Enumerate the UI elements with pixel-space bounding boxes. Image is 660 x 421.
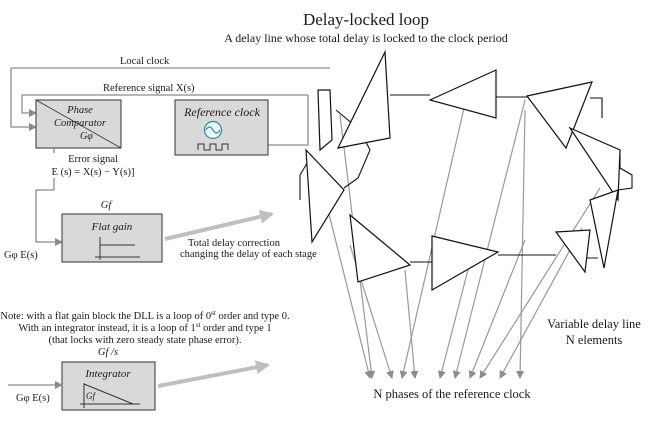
delay-elements — [305, 49, 621, 292]
gphi-e-input-label: Gφ E(s) — [4, 250, 38, 261]
flat-gain-label: Flat gain — [91, 221, 133, 233]
note-line-3: (that locks with zero steady state phase… — [48, 335, 241, 346]
delay-element — [428, 69, 497, 119]
phase-comparator-label-2: Comparator — [54, 118, 107, 129]
title: Delay-locked loop — [303, 10, 429, 29]
subtitle: A delay line whose total delay is locked… — [224, 31, 508, 45]
delay-element — [431, 235, 500, 292]
reference-signal-label: Reference signal X(s) — [103, 83, 195, 94]
phase-comparator-block: Phase Comparator Gφ — [35, 99, 122, 149]
local-clock-wire — [10, 67, 330, 131]
variable-delay-label-2: N elements — [566, 333, 623, 347]
gf-small-label: Gf — [86, 391, 96, 401]
variable-delay-label-1: Variable delay line — [547, 317, 641, 331]
delay-element — [589, 189, 619, 269]
error-wire — [35, 148, 63, 246]
reference-clock-block: Reference clock — [174, 99, 269, 156]
reference-clock-label: Reference clock — [183, 105, 261, 119]
flat-gain-output-arrow — [164, 209, 274, 241]
delay-element — [317, 89, 333, 152]
gf-label-top: Gf — [101, 200, 114, 211]
integrator-label: Integrator — [84, 368, 131, 380]
error-equation: E (s) = X(s) − Y(s)] — [52, 167, 135, 178]
gf-over-s-label: Gf /s — [98, 347, 118, 358]
reference-signal-wire — [21, 94, 309, 146]
delay-element — [525, 81, 593, 150]
note-line-2: With an integrator instead, it is a loop… — [18, 321, 271, 334]
delay-element — [336, 49, 391, 149]
delay-element — [568, 126, 621, 202]
phase-output-lines — [327, 81, 601, 379]
g-phi-label: Gφ — [80, 131, 93, 142]
total-correction-label-1: Total delay correction — [188, 238, 281, 249]
n-phases-label: N phases of the reference clock — [373, 387, 531, 401]
square-wave-icon — [197, 143, 229, 151]
phase-comparator-label-1: Phase — [66, 105, 93, 116]
delay-element — [305, 148, 345, 244]
local-clock-label: Local clock — [120, 56, 170, 67]
error-signal-label: Error signal — [68, 154, 118, 165]
gphi-e-input-label-2: Gφ E(s) — [16, 393, 50, 404]
total-correction-label-2: changing the delay of each stage — [180, 249, 317, 260]
delay-element — [349, 213, 412, 283]
integrator-block: Integrator Gf — [61, 361, 156, 411]
note-line-1: Note: with a flat gain block the DLL is … — [0, 309, 289, 322]
integrator-output-arrow — [157, 360, 270, 388]
flat-gain-block: Flat gain — [61, 213, 163, 263]
delay-element — [554, 229, 591, 274]
